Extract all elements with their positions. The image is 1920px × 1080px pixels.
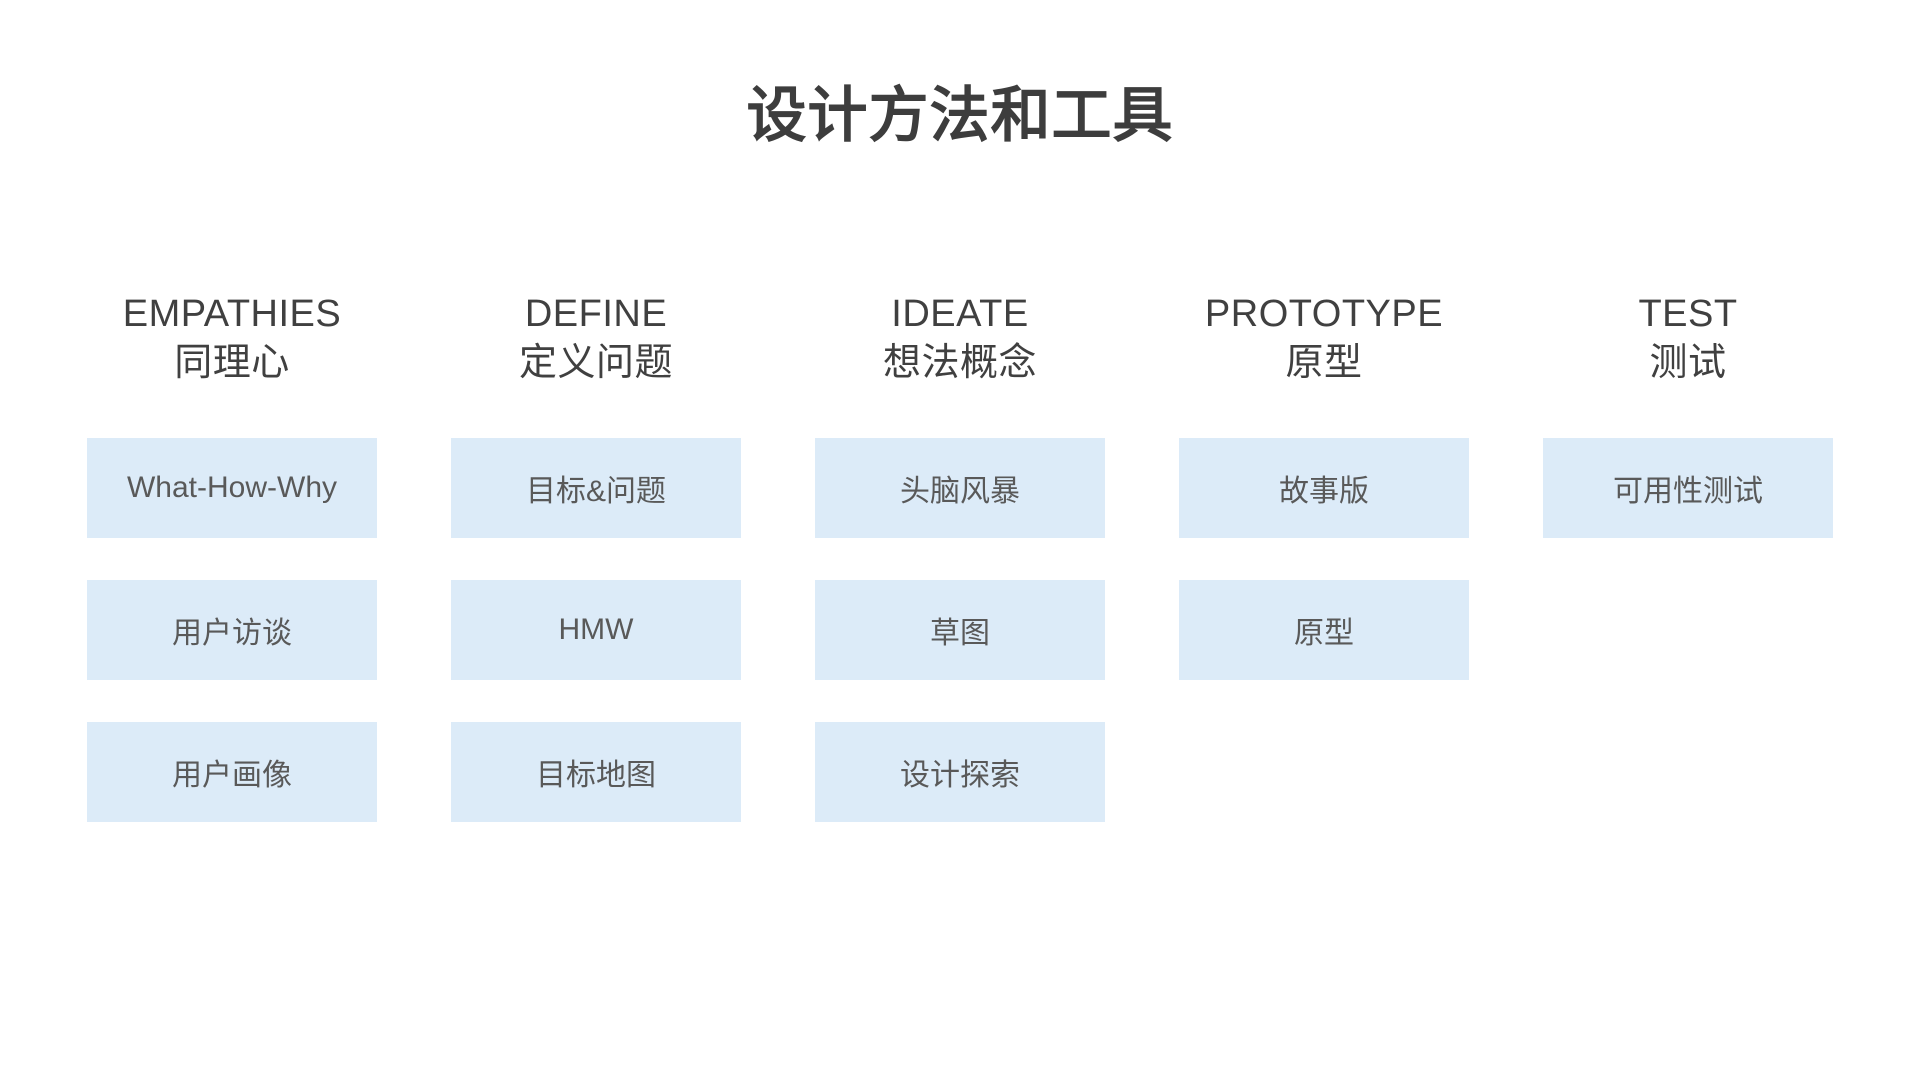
column-empathies: EMPATHIES 同理心 What-How-Why 用户访谈 用户画像 xyxy=(87,290,377,822)
method-card-list: 头脑风暴 草图 设计探索 xyxy=(815,438,1105,822)
column-title-en: TEST xyxy=(1638,293,1738,335)
method-card-list: 目标&问题 HMW 目标地图 xyxy=(451,438,741,822)
method-card: 用户画像 xyxy=(87,722,377,822)
column-header: EMPATHIES 同理心 xyxy=(87,290,377,388)
column-header: IDEATE 想法概念 xyxy=(815,290,1105,388)
column-title-en: PROTOTYPE xyxy=(1204,293,1444,335)
column-title-en: EMPATHIES xyxy=(122,293,342,335)
column-header: PROTOTYPE 原型 xyxy=(1179,290,1469,388)
method-card: What-How-Why xyxy=(87,438,377,538)
method-card: 可用性测试 xyxy=(1543,438,1833,538)
method-card: 目标地图 xyxy=(451,722,741,822)
column-title-zh: 同理心 xyxy=(174,342,290,384)
method-card: 设计探索 xyxy=(815,722,1105,822)
method-card: 目标&问题 xyxy=(451,438,741,538)
column-title-zh: 定义问题 xyxy=(518,342,673,384)
column-test: TEST 测试 可用性测试 xyxy=(1543,290,1833,822)
method-card-list: 可用性测试 xyxy=(1543,438,1833,538)
column-title-zh: 测试 xyxy=(1649,342,1727,384)
page-title: 设计方法和工具 xyxy=(746,82,1174,149)
column-ideate: IDEATE 想法概念 头脑风暴 草图 设计探索 xyxy=(815,290,1105,822)
method-card: 草图 xyxy=(815,580,1105,680)
column-header: TEST 测试 xyxy=(1543,290,1833,388)
method-card: 用户访谈 xyxy=(87,580,377,680)
method-card: 故事版 xyxy=(1179,438,1469,538)
method-card: 原型 xyxy=(1179,580,1469,680)
process-columns: EMPATHIES 同理心 What-How-Why 用户访谈 用户画像 DEF… xyxy=(0,290,1920,822)
method-card: HMW xyxy=(451,580,741,680)
column-define: DEFINE 定义问题 目标&问题 HMW 目标地图 xyxy=(451,290,741,822)
column-title-zh: 想法概念 xyxy=(882,342,1037,384)
column-title-en: DEFINE xyxy=(524,293,668,335)
column-title-zh: 原型 xyxy=(1285,342,1363,384)
column-prototype: PROTOTYPE 原型 故事版 原型 xyxy=(1179,290,1469,822)
column-title-en: IDEATE xyxy=(891,293,1029,335)
method-card-list: 故事版 原型 xyxy=(1179,438,1469,680)
method-card-list: What-How-Why 用户访谈 用户画像 xyxy=(87,438,377,822)
method-card: 头脑风暴 xyxy=(815,438,1105,538)
column-header: DEFINE 定义问题 xyxy=(451,290,741,388)
